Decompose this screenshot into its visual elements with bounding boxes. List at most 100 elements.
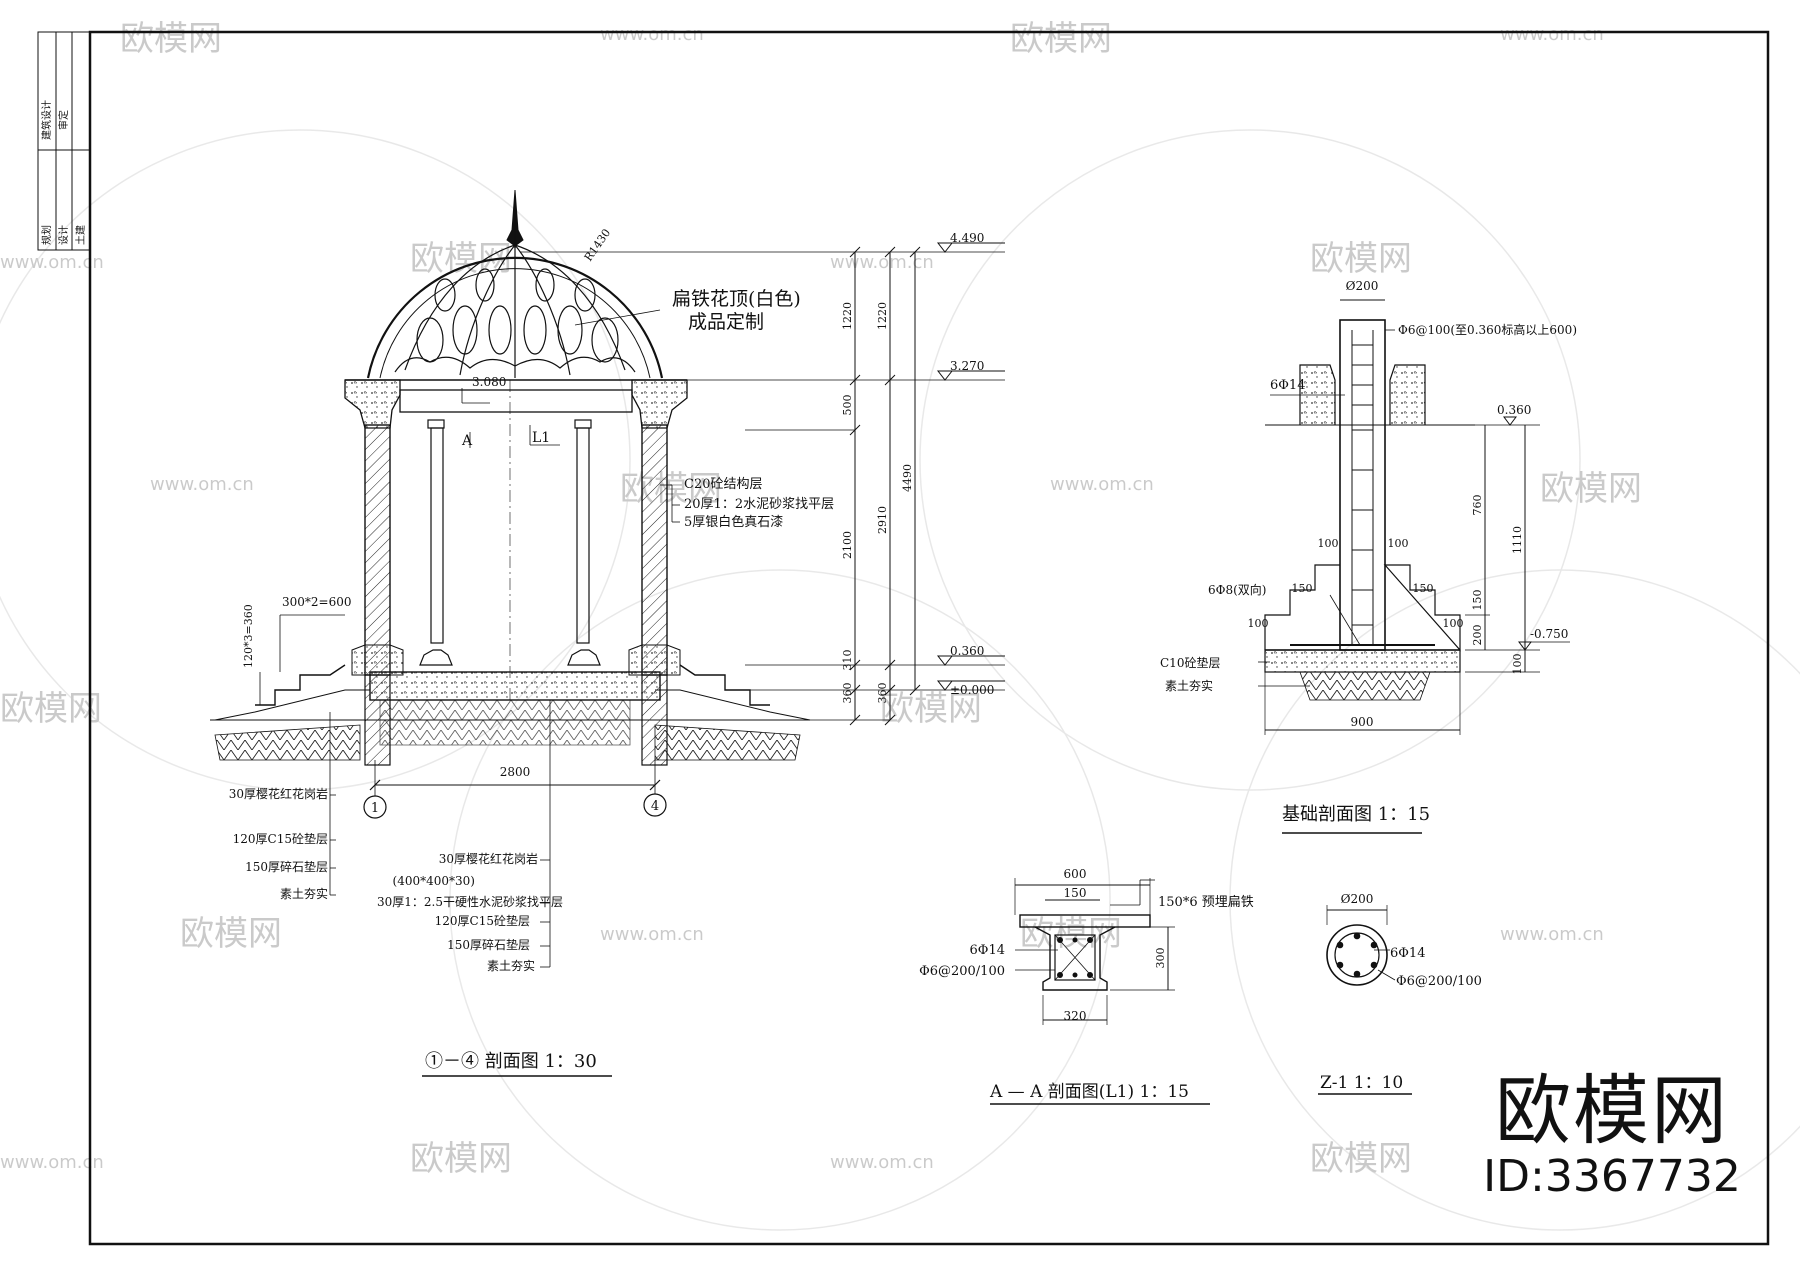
rebar-label: 6Φ14 — [1390, 946, 1425, 961]
dome-ornament — [394, 244, 636, 378]
beam-flange — [1019, 914, 1151, 928]
section-aa — [990, 878, 1210, 1105]
wall-note: C20砼结构层 — [684, 477, 763, 492]
dimension-label: 2100 — [841, 531, 854, 559]
section-1-4-text: 扁铁花顶(白色) 成品定制 R1430 4.490 3.270 0.360 ±0… — [229, 227, 995, 1072]
watermark-url: www.om.cn — [1500, 924, 1604, 945]
watermark-url: www.om.cn — [1500, 24, 1604, 45]
watermark-url: www.om.cn — [600, 924, 704, 945]
elevation-label: 4.490 — [950, 231, 984, 245]
soil — [1299, 671, 1431, 701]
layer-note: 素土夯实 — [487, 958, 535, 973]
elevation-label: -0.750 — [1530, 627, 1568, 641]
foundation-text: Ø200 Φ6@100(至0.360标高以上600) 6Φ14 0.360 -0… — [1160, 279, 1577, 825]
title-strip-text: 审定 — [57, 110, 70, 130]
layer-note: 30厚樱花红花岗岩 — [439, 851, 538, 866]
height-dimensions — [520, 246, 1005, 726]
brand-logo: 欧模网 — [1495, 1066, 1729, 1155]
watermark-url: www.om.cn — [0, 252, 104, 273]
watermark-url: www.om.cn — [1050, 474, 1154, 495]
watermark-logo: 欧模网 — [1540, 469, 1642, 509]
rebar-label: 6Φ14 — [1270, 378, 1305, 393]
watermark-url: www.om.cn — [830, 1152, 934, 1173]
ground-soil — [379, 699, 631, 746]
column-right — [567, 419, 601, 666]
watermark-layer: 欧模网 欧模网 欧模网 欧模网 欧模网 欧模网 欧模网 欧模网 欧模网 欧模网 … — [0, 19, 1800, 1231]
foundation-section — [1258, 299, 1570, 834]
drawing-title: 基础剖面图 1：15 — [1282, 804, 1430, 825]
drawing-title: ①－④ 剖面图 1：30 — [425, 1051, 597, 1072]
dimension-label: 320 — [1064, 1009, 1087, 1023]
dimension-label: 100 — [1511, 654, 1524, 675]
beam-mark: L1 — [532, 430, 550, 446]
title-strip-text: 土建 — [74, 225, 87, 245]
dimension-label: 150 — [1292, 582, 1313, 595]
layer-note: 120厚C15砼垫层 — [435, 913, 530, 928]
layer-note: (400*400*30) — [393, 874, 475, 888]
watermark-logo: 欧模网 — [120, 19, 222, 59]
wall-left — [364, 424, 391, 676]
floor-slab — [369, 671, 661, 701]
steps-right — [679, 664, 770, 706]
brand-id: ID:3367732 — [1483, 1151, 1741, 1202]
steps-left — [255, 664, 346, 706]
dimension-label: 1220 — [876, 302, 889, 330]
layer-note: 30厚1：2.5干硬性水泥砂浆找平层 — [377, 894, 563, 909]
dimension-label: 760 — [1471, 495, 1484, 516]
drawing-title: Z-1 1：10 — [1320, 1073, 1403, 1093]
watermark-url: www.om.cn — [0, 1152, 104, 1173]
embed-note: 150*6 预埋扁铁 — [1158, 895, 1254, 910]
layer-note: 150厚碎石垫层 — [447, 937, 530, 952]
step-dimension: 300*2=600 — [282, 595, 352, 609]
watermark-url: www.om.cn — [600, 24, 704, 45]
ground-soil — [654, 724, 801, 761]
watermark-logo: 欧模网 — [880, 689, 982, 729]
rebar-label: Φ6@200/100 — [919, 964, 1005, 979]
dimension-label: 300 — [1154, 948, 1167, 969]
beam-elevation: 3.080 — [472, 375, 506, 389]
brand-watermark: 欧模网 ID:3367732 — [1482, 1071, 1742, 1203]
title-strip-text: 设计 — [57, 225, 70, 245]
dome-label: 扁铁花顶(白色) — [672, 288, 801, 310]
dome-radius: R1430 — [582, 227, 613, 264]
sheet-border — [37, 30, 1770, 1246]
dimension-label: 100 — [1443, 617, 1464, 630]
layer-note: 素土夯实 — [1165, 678, 1213, 693]
watermark-logo: 欧模网 — [1310, 239, 1412, 279]
ground-soil — [214, 724, 361, 761]
axis-label: 4 — [651, 799, 659, 814]
c10-bedding — [1264, 649, 1461, 673]
column-shaft — [1339, 319, 1386, 651]
leader-lines — [259, 309, 680, 968]
cornice-left — [344, 379, 401, 429]
elevation-markers — [936, 242, 1005, 691]
dimension-label: 2800 — [500, 765, 531, 779]
dimension-label: 150 — [1064, 886, 1087, 900]
elevation-label: ±0.000 — [950, 683, 994, 697]
watermark-logo: 欧模网 — [620, 469, 722, 509]
dimension-label: 1220 — [841, 302, 854, 330]
layer-note: 150厚碎石垫层 — [245, 859, 328, 874]
watermark-logo: 欧模网 — [1020, 914, 1122, 954]
dimension-label: 500 — [841, 395, 854, 416]
dimension-label: 150 — [1471, 590, 1484, 611]
elevation-label: 0.360 — [950, 644, 984, 658]
dimension-label: 310 — [841, 650, 854, 671]
section-aa-text: 600 150 150*6 预埋扁铁 6Φ14 Φ6@200/100 300 3… — [919, 867, 1254, 1102]
dimension-label: 2910 — [876, 506, 889, 534]
dimension-label: 200 — [1471, 625, 1484, 646]
dimension-label: 1110 — [1511, 526, 1524, 554]
elevation-label: 3.270 — [950, 359, 984, 373]
ring-beam — [399, 389, 633, 413]
wall-note: 5厚银白色真石漆 — [684, 514, 783, 530]
wall-note: 20厚1：2水泥砂浆找平层 — [684, 497, 834, 512]
dimension-label: 360 — [841, 683, 854, 704]
watermark-logo: 欧模网 — [1010, 19, 1112, 59]
stepped-footing — [1264, 564, 1461, 652]
axis-label: 1 — [371, 801, 379, 816]
column-stirrups — [1351, 330, 1374, 645]
step-dimension: 120*3=360 — [242, 604, 255, 668]
column-left — [419, 419, 453, 666]
column-z1-text: Ø200 6Φ14 Φ6@200/100 Z-1 1：10 — [1320, 892, 1482, 1093]
cornice-right — [631, 379, 688, 429]
